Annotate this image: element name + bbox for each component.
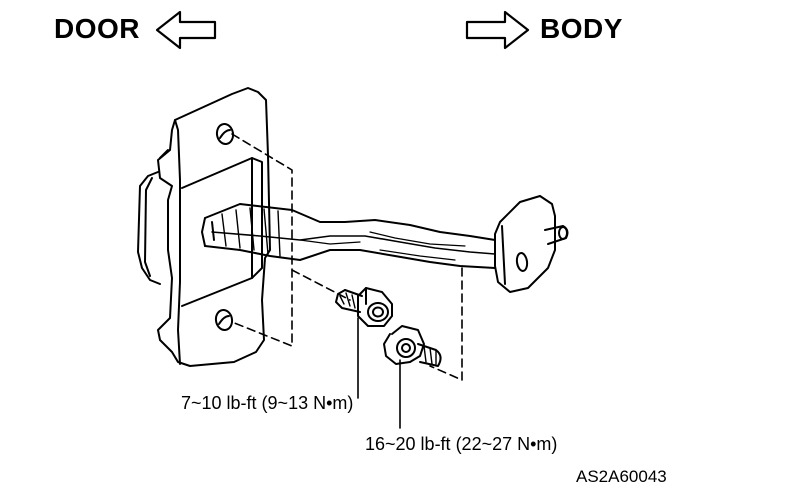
lower-bolt	[383, 325, 442, 367]
upper-bolt-hole	[215, 123, 235, 145]
upper-bolt	[335, 287, 393, 327]
body-label: BODY	[540, 13, 623, 44]
arrow-right-outline-icon	[465, 10, 530, 50]
figure-code: AS2A60043	[576, 467, 667, 486]
arrow-left-outline-icon	[155, 10, 217, 50]
body-bracket	[494, 195, 569, 293]
torque-spec-lower: 16~20 lb-ft (22~27 N•m)	[365, 434, 558, 454]
door-label: DOOR	[54, 13, 140, 44]
alignment-lines	[231, 133, 463, 381]
check-arm	[201, 203, 496, 269]
bracket-pin	[544, 225, 569, 245]
lower-bolt-hole	[214, 309, 234, 331]
door-mounting-plate	[137, 87, 271, 367]
torque-spec-upper: 7~10 lb-ft (9~13 N•m)	[181, 393, 354, 413]
